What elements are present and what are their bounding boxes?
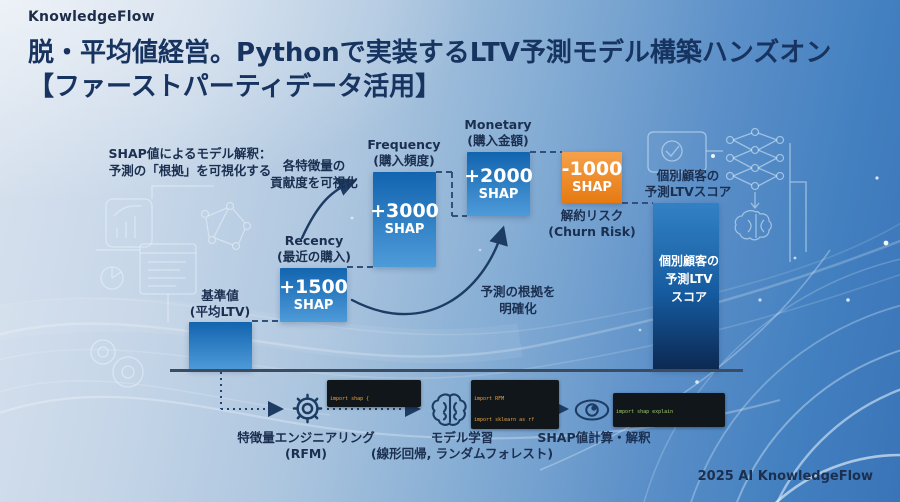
label-churn-line1: 解約リスク bbox=[560, 208, 624, 223]
window-list-icon bbox=[139, 243, 197, 295]
gear-icon bbox=[291, 392, 324, 425]
label-monetary-line2: (購入金額) bbox=[467, 132, 529, 148]
page-title-line1: 脱・平均値経営。Pythonで実装するLTV予測モデル構築ハンズオン bbox=[28, 38, 832, 68]
brand-logo: KnowledgeFlow bbox=[28, 9, 155, 25]
label-final-line1: 個別顧客の bbox=[656, 168, 720, 183]
footer-credit: 2025 AI KnowledgeFlow bbox=[697, 469, 873, 484]
gears-decor-icon bbox=[90, 339, 144, 388]
step1-line1: 特徴量エンジニアリング bbox=[237, 430, 375, 445]
bar-churn: -1000 SHAP bbox=[562, 152, 622, 203]
brain-decor-icon bbox=[734, 209, 772, 241]
label-baseline-line2: (平均LTV) bbox=[189, 303, 251, 319]
label-baseline-line1: 基準値 bbox=[201, 288, 239, 303]
code3-line1: import shap explain bbox=[616, 409, 674, 415]
step3-line1: SHAP値計算・解釈 bbox=[537, 430, 651, 445]
bar-recency-value: +1500 bbox=[279, 275, 348, 298]
contribution-note-line1: 各特徴量の bbox=[282, 158, 346, 173]
brain-icon bbox=[431, 390, 469, 428]
label-final-line2: 予測LTVスコア bbox=[644, 183, 732, 199]
bar-monetary-value: +2000 bbox=[464, 164, 533, 187]
step2-line2: (線形回帰, ランダムフォレスト) bbox=[370, 446, 554, 462]
label-final: 個別顧客の 予測LTVスコア bbox=[632, 168, 744, 199]
bar-final-inner-line3: スコア bbox=[670, 289, 707, 304]
step-label-feature-engineering: 特徴量エンジニアリング (RFM) bbox=[228, 430, 384, 463]
label-monetary-line1: Monetary bbox=[464, 117, 532, 132]
bar-final-ltv: 個別顧客の 予測LTV スコア bbox=[653, 203, 719, 370]
step-label-model-training: モデル学習 (線形回帰, ランダムフォレスト) bbox=[362, 430, 562, 463]
label-recency-line2: (最近の購入) bbox=[277, 248, 351, 264]
bar-churn-unit: SHAP bbox=[572, 180, 612, 196]
label-churn: 解約リスク (Churn Risk) bbox=[537, 208, 647, 239]
step-label-shap-interpretation: SHAP値計算・解釈 bbox=[516, 430, 672, 446]
label-frequency-line1: Frequency bbox=[367, 137, 441, 152]
code2-line1: import RFM bbox=[474, 396, 505, 402]
step2-line1: モデル学習 bbox=[430, 430, 494, 445]
bar-baseline bbox=[189, 322, 252, 370]
pie-icon bbox=[100, 266, 124, 290]
label-recency: Recency (最近の購入) bbox=[258, 233, 370, 264]
step1-line2: (RFM) bbox=[284, 446, 328, 462]
bar-frequency-unit: SHAP bbox=[384, 222, 425, 238]
code1-line1: import shap { bbox=[330, 396, 370, 402]
chart-baseline bbox=[170, 369, 743, 372]
bar-churn-value: -1000 bbox=[561, 158, 623, 181]
shap-note-line1: SHAP値によるモデル解釈： bbox=[108, 146, 272, 161]
code2-line2: import sklearn as rf bbox=[474, 417, 535, 423]
label-frequency-line2: (購入頻度) bbox=[373, 152, 435, 168]
bar-recency: +1500 SHAP bbox=[279, 268, 348, 322]
bar-final-inner-line1: 個別顧客の bbox=[658, 253, 719, 268]
bar-monetary: +2000 SHAP bbox=[464, 152, 533, 216]
bar-frequency-value: +3000 bbox=[370, 200, 439, 223]
network-icon bbox=[200, 201, 252, 251]
label-frequency: Frequency (購入頻度) bbox=[349, 137, 459, 168]
label-baseline: 基準値 (平均LTV) bbox=[165, 288, 275, 319]
bar-final-inner-label: 個別顧客の 予測LTV スコア bbox=[659, 252, 719, 322]
bar-chart-icon bbox=[105, 198, 153, 248]
contribution-note: 各特徴量の 貢献度を可視化 bbox=[258, 158, 370, 191]
page-title: 脱・平均値経営。Pythonで実装するLTV予測モデル構築ハンズオン 【ファース… bbox=[28, 37, 888, 105]
bar-frequency: +3000 SHAP bbox=[370, 172, 439, 267]
evidence-note-line2: 明確化 bbox=[499, 300, 537, 316]
bar-recency-unit: SHAP bbox=[293, 297, 334, 313]
evidence-note: 予測の根拠を 明確化 bbox=[462, 284, 574, 317]
bar-monetary-unit: SHAP bbox=[478, 186, 519, 202]
bar-final-inner-line2: 予測LTV bbox=[665, 271, 713, 286]
page-title-line2: 【ファーストパーティデータ活用】 bbox=[28, 71, 442, 102]
contribution-note-line2: 貢献度を可視化 bbox=[270, 174, 358, 190]
shap-note: SHAP値によるモデル解釈： 予測の「根拠」を可視化する bbox=[95, 146, 285, 179]
code-block-model: import RFM import sklearn as rf モデル学習 (線… bbox=[471, 380, 559, 429]
label-churn-line2: (Churn Risk) bbox=[548, 223, 636, 239]
code-block-rfm: import shap { 特徴量エンジニアリング (RFM) frequenc… bbox=[327, 380, 421, 407]
label-recency-line1: Recency bbox=[284, 233, 344, 248]
evidence-note-line1: 予測の根拠を bbox=[480, 284, 556, 299]
eye-icon bbox=[573, 396, 611, 424]
shap-note-line2: 予測の「根拠」を可視化する bbox=[108, 162, 272, 178]
label-monetary: Monetary (購入金額) bbox=[443, 117, 553, 148]
code-block-shap: import shap explain exp = shap.Explainer… bbox=[613, 393, 725, 427]
